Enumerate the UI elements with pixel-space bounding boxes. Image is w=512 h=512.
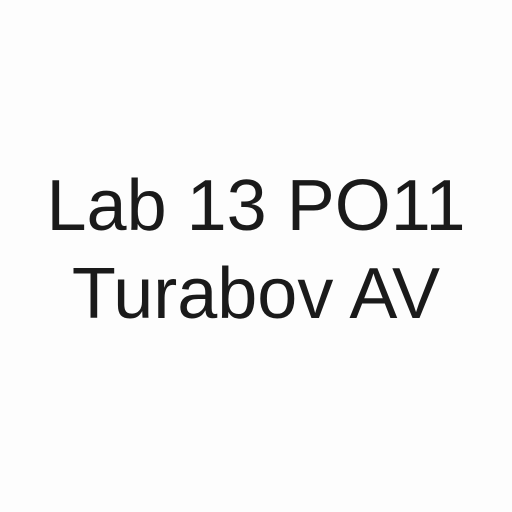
- title-text-block: Lab 13 PO11 Turabov AV: [0, 162, 512, 338]
- title-line-2: Turabov AV: [71, 254, 441, 334]
- title-line-1: Lab 13 PO11: [46, 166, 466, 246]
